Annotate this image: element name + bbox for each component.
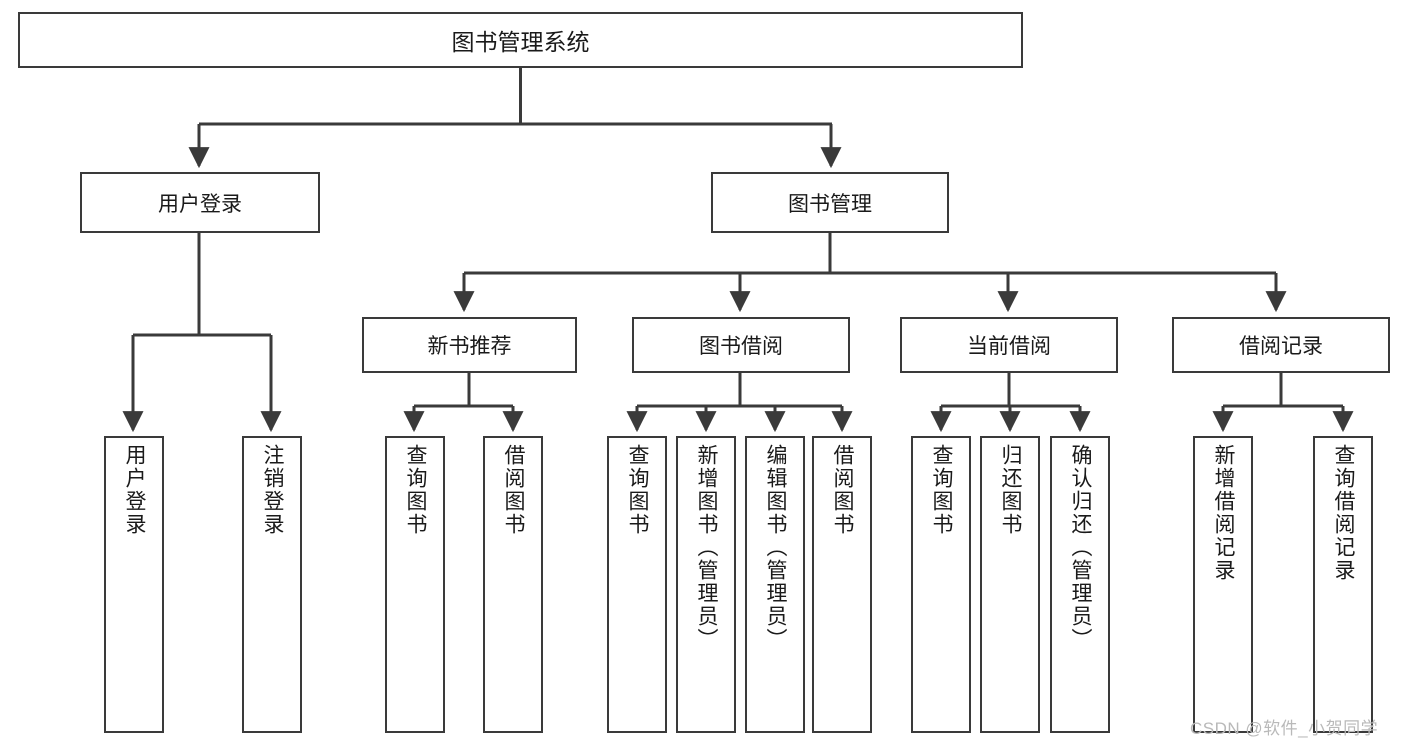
node-label: 借阅图书 (502, 444, 526, 536)
node-book-borrow[interactable]: 图书借阅 (632, 317, 850, 373)
node-label: 当前借阅 (967, 335, 1051, 358)
node-label: 借阅记录 (1239, 335, 1323, 358)
leaf-current-return-book[interactable]: 归还图书 (980, 436, 1040, 733)
leaf-current-confirm-return-admin[interactable]: 确认归还（管理员） (1050, 436, 1110, 733)
leaf-recommend-borrow-book[interactable]: 借阅图书 (483, 436, 543, 733)
leaf-borrow-borrow-book[interactable]: 借阅图书 (812, 436, 872, 733)
node-label: 查询借阅记录 (1332, 444, 1356, 582)
node-label: 查询图书 (930, 444, 954, 536)
leaf-borrow-edit-book-admin[interactable]: 编辑图书（管理员） (745, 436, 805, 733)
node-book-management[interactable]: 图书管理 (711, 172, 949, 233)
node-label: 编辑图书（管理员） (764, 444, 788, 651)
node-label: 归还图书 (999, 444, 1023, 536)
leaf-borrow-query-book[interactable]: 查询图书 (607, 436, 667, 733)
node-label: 用户登录 (158, 192, 242, 216)
node-label: 用户登录 (123, 444, 147, 536)
node-user-login[interactable]: 用户登录 (80, 172, 320, 233)
node-label: 注销登录 (261, 444, 285, 536)
node-borrow-record[interactable]: 借阅记录 (1172, 317, 1390, 373)
node-label: 确认归还（管理员） (1069, 444, 1093, 651)
leaf-record-query-borrow-record[interactable]: 查询借阅记录 (1313, 436, 1373, 733)
node-label: 图书借阅 (699, 335, 783, 358)
leaf-user-login[interactable]: 用户登录 (104, 436, 164, 733)
leaf-record-add-borrow-record[interactable]: 新增借阅记录 (1193, 436, 1253, 733)
node-root-library-system[interactable]: 图书管理系统 (18, 12, 1023, 68)
node-label: 图书管理系统 (451, 29, 590, 55)
leaf-recommend-query-book[interactable]: 查询图书 (385, 436, 445, 733)
leaf-borrow-add-book-admin[interactable]: 新增图书（管理员） (676, 436, 736, 733)
csdn-watermark: CSDN @软件_小贺同学 (1190, 719, 1379, 738)
node-label: 新增借阅记录 (1212, 444, 1236, 582)
node-label: 新增图书（管理员） (695, 444, 719, 651)
node-current-borrow[interactable]: 当前借阅 (900, 317, 1118, 373)
node-new-book-recommend[interactable]: 新书推荐 (362, 317, 577, 373)
leaf-user-logout[interactable]: 注销登录 (242, 436, 302, 733)
node-label: 查询图书 (626, 444, 650, 536)
node-label: 图书管理 (788, 192, 872, 216)
node-label: 查询图书 (404, 444, 428, 536)
leaf-current-query-book[interactable]: 查询图书 (911, 436, 971, 733)
node-label: 新书推荐 (427, 335, 512, 358)
node-label: 借阅图书 (831, 444, 855, 536)
